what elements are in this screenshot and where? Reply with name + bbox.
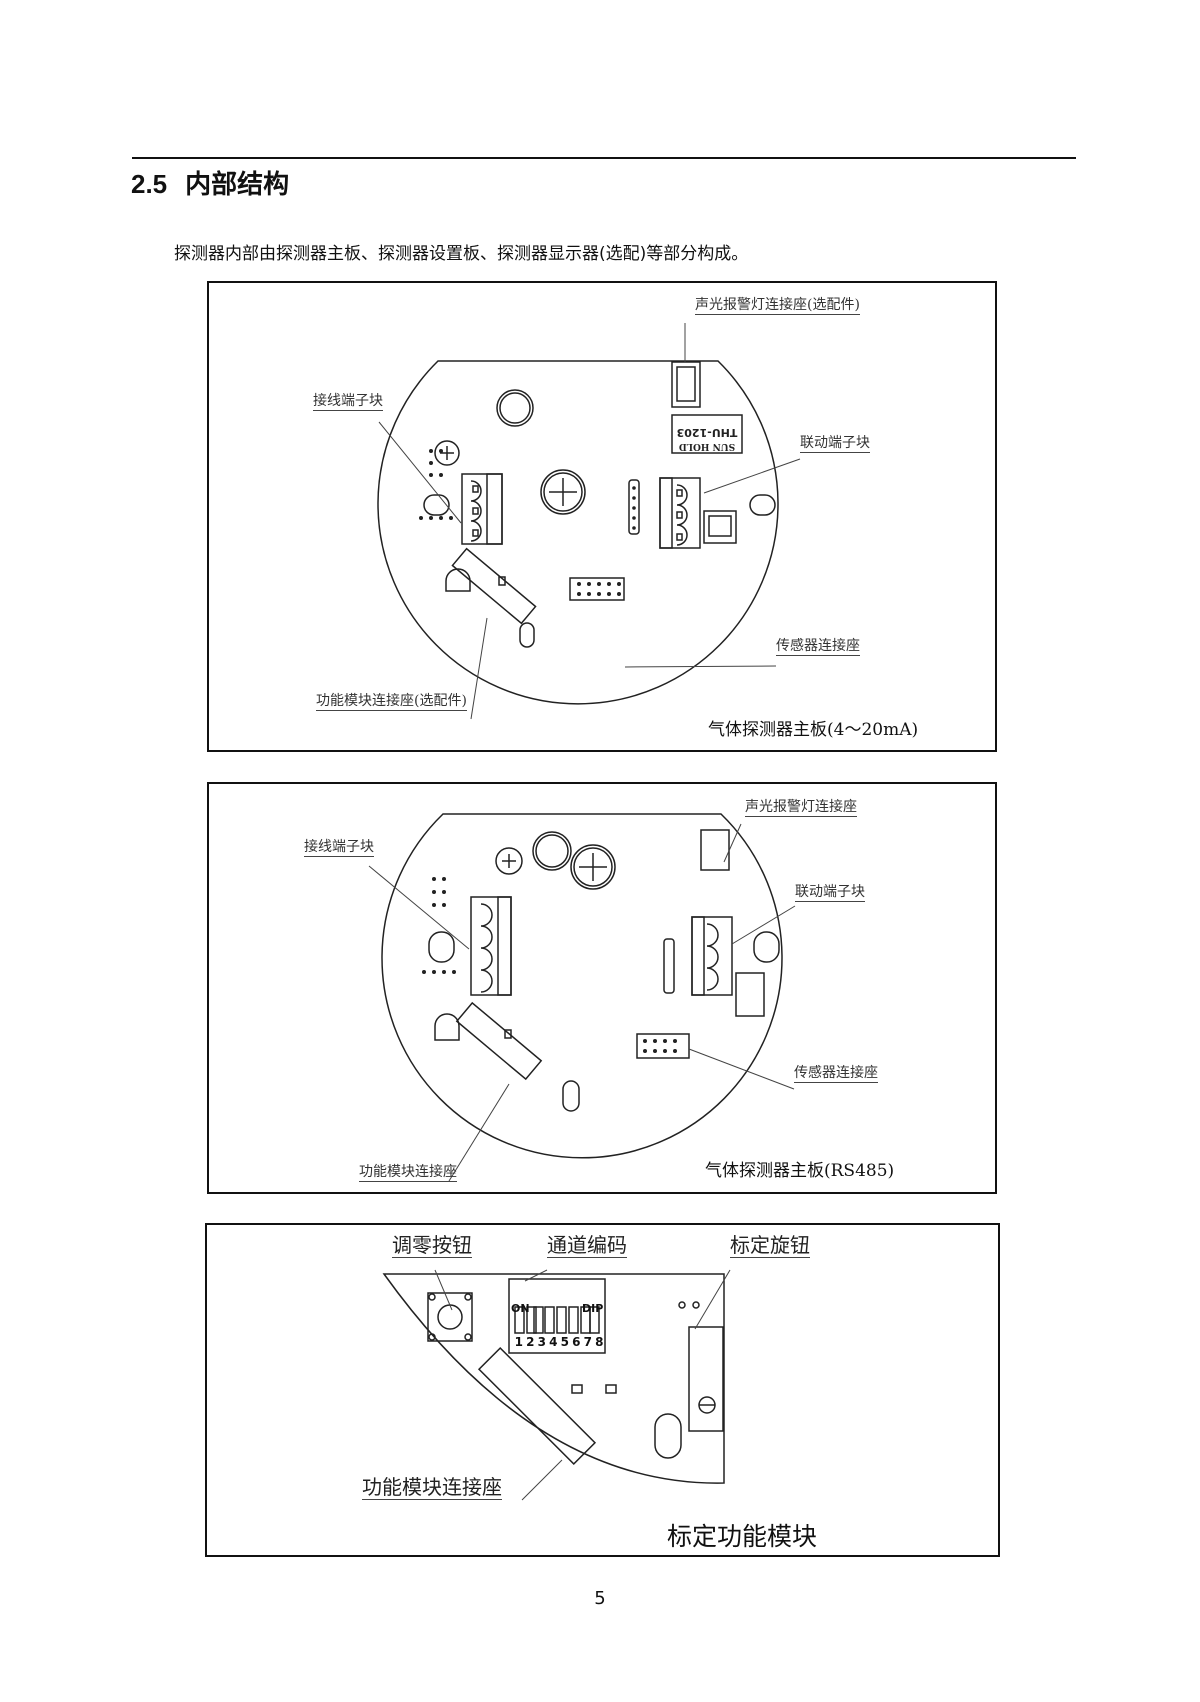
label-alarm-light-connector: 声光报警灯连接座(选配件)	[695, 297, 860, 315]
intro-paragraph: 探测器内部由探测器主板、探测器设置板、探测器显示器(选配)等部分构成。	[174, 244, 749, 264]
dip-number: 8	[595, 1335, 604, 1349]
dip-number: 6	[572, 1335, 581, 1349]
dip-label: DIP	[582, 1302, 604, 1315]
board-drawing	[368, 813, 796, 1182]
chip-brand-text: SUN HOLD	[679, 441, 735, 451]
label-linkage-terminal: 联动端子块	[800, 435, 870, 453]
dip-number: 1	[514, 1335, 523, 1349]
label-function-module-connector: 功能模块连接座	[359, 1164, 457, 1182]
dip-number: 5	[560, 1335, 569, 1349]
label-wiring-terminal: 接线端子块	[313, 393, 383, 411]
dip-number: 3	[537, 1335, 546, 1349]
label-channel-code: 通道编码	[547, 1233, 627, 1258]
chip-model-text: THU-1203	[677, 426, 738, 439]
figure-caption: 标定功能模块	[667, 1522, 818, 1551]
figure-mainboard-4-20ma: THU-1203 SUN HOLD 声光报警灯连接座(选配件) 接线端子块 联动…	[207, 281, 997, 752]
label-alarm-light-connector: 声光报警灯连接座	[745, 799, 857, 817]
dip-number: 7	[583, 1335, 592, 1349]
section-rule	[132, 157, 1076, 159]
board-drawing	[382, 1269, 731, 1501]
figure-caption: 气体探测器主板(4～20mA)	[708, 720, 919, 740]
label-zero-button: 调零按钮	[392, 1233, 472, 1258]
label-sensor-connector: 传感器连接座	[794, 1065, 878, 1083]
figure-caption: 气体探测器主板(RS485)	[705, 1161, 895, 1181]
label-sensor-connector: 传感器连接座	[776, 638, 860, 656]
dip-on-label: ON	[511, 1302, 530, 1315]
figure-mainboard-rs485: 声光报警灯连接座 接线端子块 联动端子块 传感器连接座 功能模块连接座 气体探测…	[207, 782, 997, 1194]
label-linkage-terminal: 联动端子块	[795, 884, 865, 902]
label-function-module-connector: 功能模块连接座	[362, 1475, 502, 1500]
dip-number: 4	[549, 1335, 558, 1349]
page-number: 5	[594, 1588, 606, 1609]
dip-number: 2	[526, 1335, 535, 1349]
label-function-module-connector: 功能模块连接座(选配件)	[316, 693, 467, 711]
label-calibration-knob: 标定旋钮	[730, 1233, 810, 1258]
label-wiring-terminal: 接线端子块	[304, 839, 374, 857]
dip-switches	[514, 1306, 600, 1334]
board-drawing: THU-1203 SUN HOLD	[377, 323, 801, 720]
